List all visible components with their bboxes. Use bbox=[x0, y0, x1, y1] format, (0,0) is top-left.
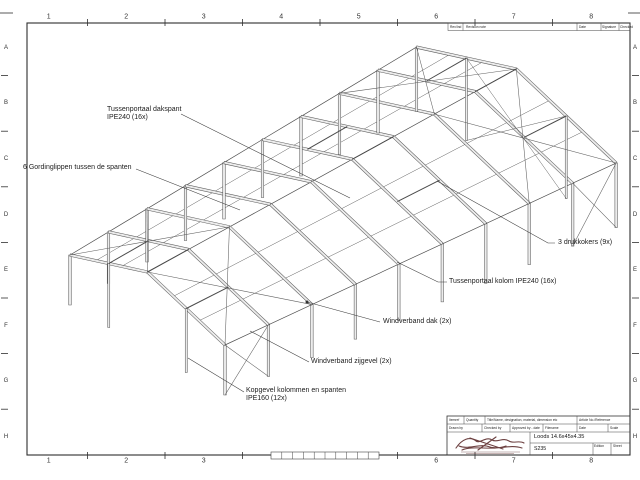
grid-row-letter-left: E bbox=[3, 267, 9, 274]
grid-row-letter-left: B bbox=[3, 100, 9, 107]
callout-text: Tussenportaal dakspant bbox=[107, 106, 182, 113]
revision-col-date: Date bbox=[579, 25, 586, 29]
callout-text: IPE240 (16x) bbox=[107, 114, 148, 121]
grid-column-number-top: 5 bbox=[356, 13, 361, 21]
grid-row-letter-right: G bbox=[632, 378, 638, 385]
company-logo-scribble bbox=[455, 436, 525, 454]
grid-row-letter-left: A bbox=[3, 44, 9, 51]
steel-structure bbox=[68, 45, 618, 396]
grid-column-number-top: 4 bbox=[279, 13, 284, 21]
grid-row-letter-left: F bbox=[4, 322, 8, 329]
callout-text: 3 drukkokers (9x) bbox=[558, 239, 613, 246]
revision-strip bbox=[447, 22, 631, 31]
grid-column-number-bottom: 1 bbox=[46, 457, 51, 465]
grid-row-letter-left: H bbox=[3, 434, 9, 440]
titleblock-article-label: Article No./Reference bbox=[579, 418, 611, 422]
titleblock-scale-label: Scale bbox=[610, 426, 619, 430]
callout-text: IPE160 (12x) bbox=[246, 395, 287, 402]
titleblock-drawing-title: Loods 14.6x45x4.35 bbox=[534, 434, 585, 440]
titleblock-edition-label: Edition bbox=[594, 444, 605, 448]
callout-text: Windverband zijgevel (2x) bbox=[311, 358, 392, 365]
grid-row-letter-right: H bbox=[632, 434, 638, 440]
grid-row-letter-right: A bbox=[632, 44, 638, 51]
titleblock-titlename-label: Title/Name, designation, material, dimen… bbox=[487, 418, 558, 422]
grid-row-letter-right: D bbox=[632, 211, 638, 218]
titleblock-filename-label: Filename bbox=[545, 426, 559, 430]
grid-row-letter-left: D bbox=[3, 211, 9, 218]
titleblock-quantity-label: Quantity bbox=[466, 418, 479, 422]
grid-column-number-bottom: 8 bbox=[589, 457, 594, 465]
grid-column-number-top: 8 bbox=[589, 13, 594, 21]
revision-col-note: Revision note bbox=[466, 25, 486, 29]
revision-col-signature: Signature bbox=[602, 25, 617, 29]
callout-windverband-dak: Windverband dak (2x) bbox=[383, 318, 451, 326]
titleblock-checkedby-label: Checked by bbox=[484, 426, 502, 430]
grid-row-letter-left: G bbox=[3, 378, 9, 385]
callout-drukkokers: 3 drukkokers (9x) bbox=[558, 239, 612, 247]
grid-row-letter-left: C bbox=[3, 156, 9, 162]
grid-column-number-bottom: 2 bbox=[124, 457, 129, 465]
grid-row-letter-right: E bbox=[632, 267, 638, 274]
titleblock-material: S235 bbox=[534, 446, 547, 452]
revision-col-checked: Checked bbox=[620, 25, 634, 29]
print-scale-bar bbox=[270, 451, 380, 460]
callout-leader-lines bbox=[135, 113, 555, 393]
titleblock-date-label: Date bbox=[579, 426, 586, 430]
grid-column-number-top: 2 bbox=[124, 13, 129, 21]
grid-column-number-bottom: 3 bbox=[201, 457, 206, 465]
callout-kopgevel: Kopgevel kolommen en spanten IPE160 (12x… bbox=[246, 387, 346, 403]
grid-column-number-bottom: 7 bbox=[511, 457, 516, 465]
callout-tussenportaal-kolom: Tussenportaal kolom IPE240 (16x) bbox=[449, 278, 557, 286]
callout-text: Tussenportaal kolom IPE240 (16x) bbox=[449, 278, 557, 285]
callout-windverband-zijgevel: Windverband zijgevel (2x) bbox=[311, 358, 392, 366]
title-block bbox=[446, 415, 631, 456]
grid-row-letter-right: B bbox=[632, 100, 638, 107]
grid-row-letter-right: F bbox=[633, 322, 637, 329]
callout-gordinglippen: 6 Gordinglippen tussen de spanten bbox=[23, 164, 132, 172]
revision-col-revind: Rev/Ind bbox=[450, 25, 462, 29]
grid-row-letter-right: C bbox=[632, 156, 638, 162]
grid-column-number-top: 6 bbox=[434, 13, 439, 21]
grid-column-number-top: 1 bbox=[46, 13, 51, 21]
callout-text: Kopgevel kolommen en spanten bbox=[246, 387, 347, 394]
callout-text: Windverband dak (2x) bbox=[383, 318, 452, 325]
titleblock-itemref-label: Itemref bbox=[449, 418, 460, 422]
grid-column-number-top: 3 bbox=[201, 13, 206, 21]
titleblock-drawnby-label: Drawn by bbox=[449, 426, 463, 430]
grid-column-number-bottom: 6 bbox=[434, 457, 439, 465]
callout-text: 6 Gordinglippen tussen de spanten bbox=[23, 164, 132, 171]
titleblock-sheet-label: Sheet bbox=[613, 444, 622, 448]
grid-column-number-top: 7 bbox=[511, 13, 516, 21]
titleblock-approvedby-label: Approved by - date bbox=[512, 426, 540, 430]
callout-tussenportaal-dakspant: Tussenportaal dakspant IPE240 (16x) bbox=[107, 106, 181, 122]
